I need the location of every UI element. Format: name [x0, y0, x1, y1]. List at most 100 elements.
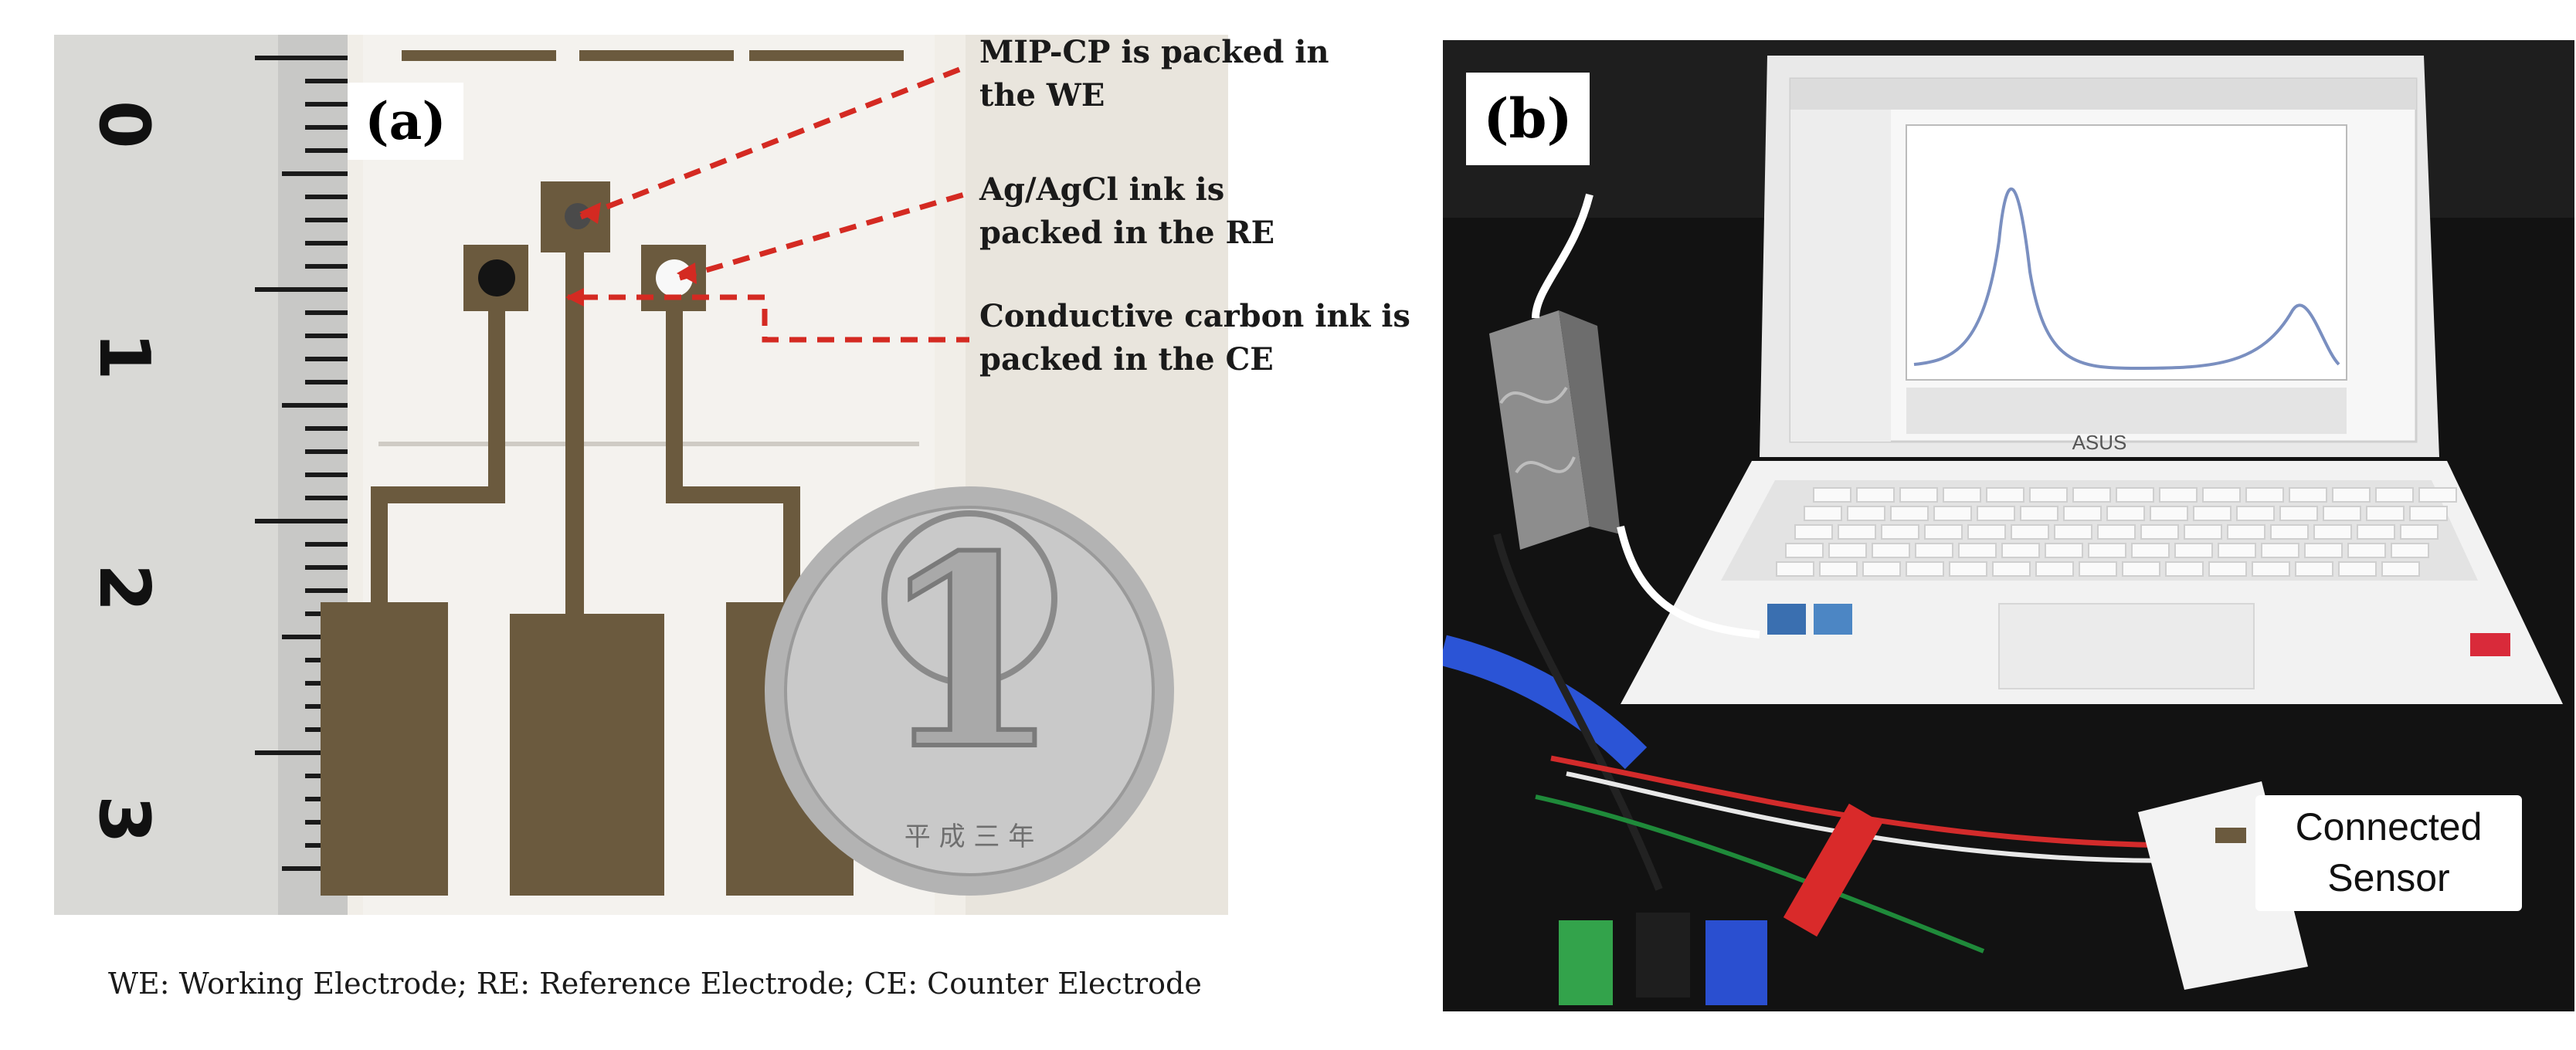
keyboard-key [1776, 561, 1814, 577]
keyboard-key [2366, 506, 2405, 521]
panel-label-b: (b) [1466, 73, 1590, 165]
keyboard-key [1915, 543, 1953, 558]
figure-caption: WE: Working Electrode; RE: Reference Ele… [108, 967, 1202, 1001]
photo-panel-b: ASUS [1443, 40, 2574, 1011]
keyboard-key [2409, 506, 2448, 521]
keyboard-key [2338, 561, 2377, 577]
keyboard-key [1943, 487, 1981, 503]
keyboard-key [2391, 543, 2429, 558]
keyboard-key [2054, 524, 2092, 540]
keyboard-key [1785, 543, 1824, 558]
keyboard-key [2072, 487, 2111, 503]
electrode-photo: 1 平 成 三 年 0 1 2 3 [54, 35, 1228, 915]
ruler-label: 1 [83, 332, 165, 381]
keyboard-key [2150, 506, 2188, 521]
keyboard-key [2045, 543, 2083, 558]
keyboard-key [2011, 524, 2049, 540]
panel-label-a: (a) [348, 83, 463, 160]
keyboard-key [2140, 524, 2179, 540]
ruler [54, 35, 348, 915]
keyboard-key [1862, 561, 1901, 577]
keyboard-key [2289, 487, 2327, 503]
keyboard-key [2236, 506, 2275, 521]
keyboard-key [2323, 506, 2361, 521]
keyboard-key [2001, 543, 2040, 558]
printed-electrodes [321, 181, 854, 896]
keyboard-key [2165, 561, 2204, 577]
coin-digit: 1 [878, 500, 1061, 808]
keyboard-key [2174, 543, 2213, 558]
keyboard-key [1804, 506, 1842, 521]
coin-era-text: 平 成 三 年 [904, 821, 1034, 852]
keyboard-key [2252, 561, 2290, 577]
keyboard-key [2418, 487, 2457, 503]
keyboard-key [2295, 561, 2333, 577]
keyboard-key [2088, 543, 2126, 558]
keyboard-key [2106, 506, 2145, 521]
keyboard-key [2202, 487, 2241, 503]
keyboard-key [2079, 561, 2117, 577]
keyboard-key [2270, 524, 2309, 540]
annotation-we: MIP-CP is packed in the WE [979, 34, 1329, 113]
keyboard-key [2279, 506, 2318, 521]
keyboard-key [1813, 487, 1851, 503]
keyboard-key [1856, 487, 1895, 503]
keyboard-key [2332, 487, 2371, 503]
keyboard-key [2218, 543, 2256, 558]
setup-photo: ASUS [1443, 40, 2574, 1011]
keyboard-key [1977, 506, 2015, 521]
annotation-ce: Conductive carbon ink is packed in the C… [979, 298, 1410, 378]
connected-sensor-callout: Connected Sensor [2255, 795, 2522, 911]
leader-line-re [679, 190, 970, 281]
photo-panel-a: 1 平 成 三 年 0 1 2 3 (a) [54, 35, 1228, 915]
ruler-label: 2 [83, 564, 165, 612]
leader-line-we [579, 63, 971, 220]
keyboard-key [2208, 561, 2247, 577]
keyboard-key [1992, 561, 2031, 577]
keyboard-key [1967, 524, 2006, 540]
keyboard-key [2020, 506, 2058, 521]
keyboard-key [1881, 524, 1919, 540]
keyboard-key [1899, 487, 1938, 503]
keyboard-key [2193, 506, 2232, 521]
leader-line-ce [762, 309, 969, 343]
keyboard-key [2122, 561, 2160, 577]
ruler-label: 0 [83, 100, 165, 149]
keyboard-key [2245, 487, 2284, 503]
keyboard-key [1933, 506, 1972, 521]
keyboard-key [2159, 487, 2198, 503]
keyboard-key [1958, 543, 1997, 558]
keyboard-key [2184, 524, 2222, 540]
annotation-re: Ag/AgCl ink is packed in the RE [979, 171, 1275, 251]
keyboard-key [1794, 524, 1833, 540]
keyboard-key [2097, 524, 2136, 540]
keyboard-key [2029, 487, 2068, 503]
keyboard-key [2227, 524, 2265, 540]
laptop-brand-logo: ASUS [2072, 431, 2127, 454]
one-yen-coin: 1 平 成 三 年 [765, 486, 1174, 896]
keyboard-key [2116, 487, 2154, 503]
laptop: ASUS [1621, 56, 2563, 704]
keyboard-key [2375, 487, 2414, 503]
keyboard-key [1838, 524, 1876, 540]
keyboard-key [1847, 506, 1885, 521]
keyboard-key [2357, 524, 2395, 540]
ruler-label: 3 [83, 795, 165, 844]
keyboard-key [2313, 524, 2352, 540]
keyboard-key [1924, 524, 1963, 540]
keyboard-key [2261, 543, 2299, 558]
keyboard-key [1986, 487, 2024, 503]
keyboard-key [1890, 506, 1929, 521]
potentiostat [1489, 310, 1621, 550]
keyboard-key [1819, 561, 1858, 577]
keyboard-key [1872, 543, 1910, 558]
keyboard-key [2063, 506, 2102, 521]
keyboard-key [2304, 543, 2343, 558]
keyboard-key [2400, 524, 2439, 540]
keyboard-key [2381, 561, 2420, 577]
keyboard-key [1828, 543, 1867, 558]
keyboard-key [2131, 543, 2170, 558]
keyboard-key [1906, 561, 1944, 577]
keyboard-key [2347, 543, 2386, 558]
